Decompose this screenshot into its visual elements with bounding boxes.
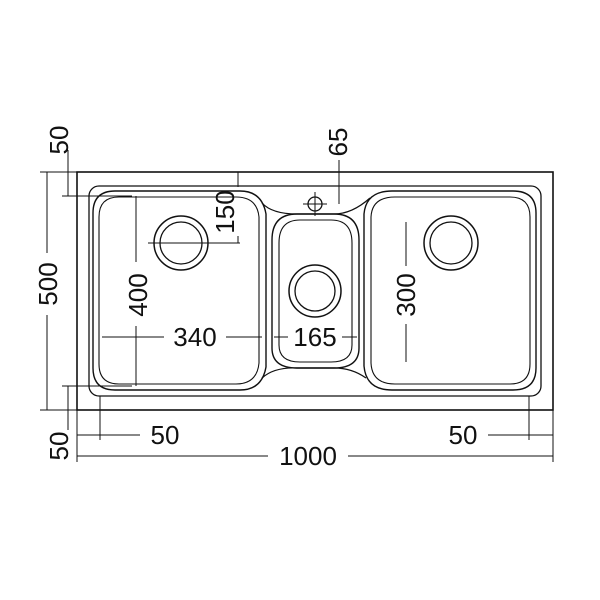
dim-bottom-margin [62,385,132,430]
sink-inner-rim [88,185,542,397]
left-bowl-inner [98,196,260,385]
sink-outer-frame [76,171,554,411]
tap-hole [303,192,327,216]
label-middle-bowl-width: 165 [293,322,336,352]
right-drain [423,215,479,271]
label-tap-offset: 65 [323,128,353,157]
label-total-height: 500 [33,262,63,305]
label-bottom-margin: 50 [44,432,74,461]
bridge-curve-bottom [261,367,367,379]
dim-total-width [76,410,554,462]
dim-total-height [40,171,77,411]
right-bowl-inner [370,196,531,385]
label-left-bowl-depth: 400 [123,273,153,316]
bridge-curve-top [261,197,371,215]
dim-top-margin [62,150,132,197]
label-drain-offset: 150 [210,190,240,233]
dim-left-margin [77,396,140,440]
label-left-margin: 50 [151,420,180,450]
label-right-bowl-depth: 300 [391,273,421,316]
middle-bowl-inner [278,219,353,363]
label-total-width: 1000 [279,441,337,471]
dim-drain-offset [148,172,240,244]
left-bowl-outer [92,190,267,391]
label-right-margin: 50 [449,420,478,450]
middle-drain [288,264,342,318]
label-top-margin: 50 [44,126,74,155]
right-bowl-outer [363,190,537,391]
dim-right-margin [488,396,553,440]
label-left-bowl-width: 340 [173,322,216,352]
